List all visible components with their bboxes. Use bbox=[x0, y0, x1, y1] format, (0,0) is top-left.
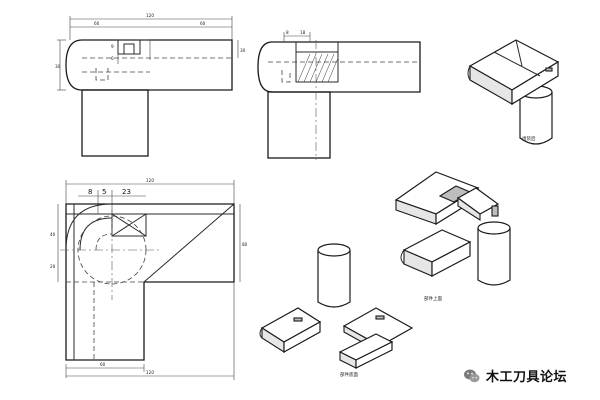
dim-overall-120: 120 bbox=[146, 13, 154, 18]
dim-plan-left-40: 40 bbox=[50, 232, 56, 237]
wechat-logo-icon bbox=[464, 369, 480, 382]
dim-plan-left-20: 20 bbox=[50, 264, 56, 269]
elevation-view-left: 120 60 60 9 6 30 30 bbox=[55, 13, 246, 157]
plan-view: 120 8 5 23 80 40 20 bbox=[50, 178, 248, 380]
watermark-text: 木工刀具论坛 bbox=[486, 370, 568, 385]
dim-small-9: 9 bbox=[111, 44, 114, 49]
dim-plan-8: 8 bbox=[88, 188, 92, 196]
dim-plan-23: 23 bbox=[122, 188, 131, 196]
section-view-middle: 8 18 bbox=[257, 30, 421, 160]
dim-plan-120: 120 bbox=[146, 178, 154, 183]
caption-part-top: 部件上面 bbox=[424, 295, 442, 302]
dim-section-18: 18 bbox=[300, 30, 306, 35]
dim-plan-bottom-120: 120 bbox=[146, 370, 154, 375]
dim-top-left-60: 60 bbox=[94, 21, 100, 26]
iso-part-top: 部件上面 bbox=[394, 171, 511, 302]
watermark: 木工刀具论坛 bbox=[463, 366, 567, 385]
dim-plan-5: 5 bbox=[102, 188, 106, 196]
iso-part-bottom: 部件底面 bbox=[259, 243, 414, 378]
dim-top-right-60: 60 bbox=[200, 21, 206, 26]
caption-assembled: 组装后 bbox=[522, 135, 536, 142]
dim-right-30: 30 bbox=[240, 48, 246, 53]
dim-plan-bottom-60: 60 bbox=[100, 362, 106, 367]
dim-plan-right-80: 80 bbox=[242, 242, 248, 247]
dim-left-30: 30 bbox=[55, 64, 61, 69]
dim-small-6: 6 bbox=[111, 56, 114, 61]
dim-section-8: 8 bbox=[286, 30, 289, 35]
caption-part-bottom: 部件底面 bbox=[340, 371, 358, 378]
iso-assembled: 组装后 bbox=[467, 39, 560, 145]
